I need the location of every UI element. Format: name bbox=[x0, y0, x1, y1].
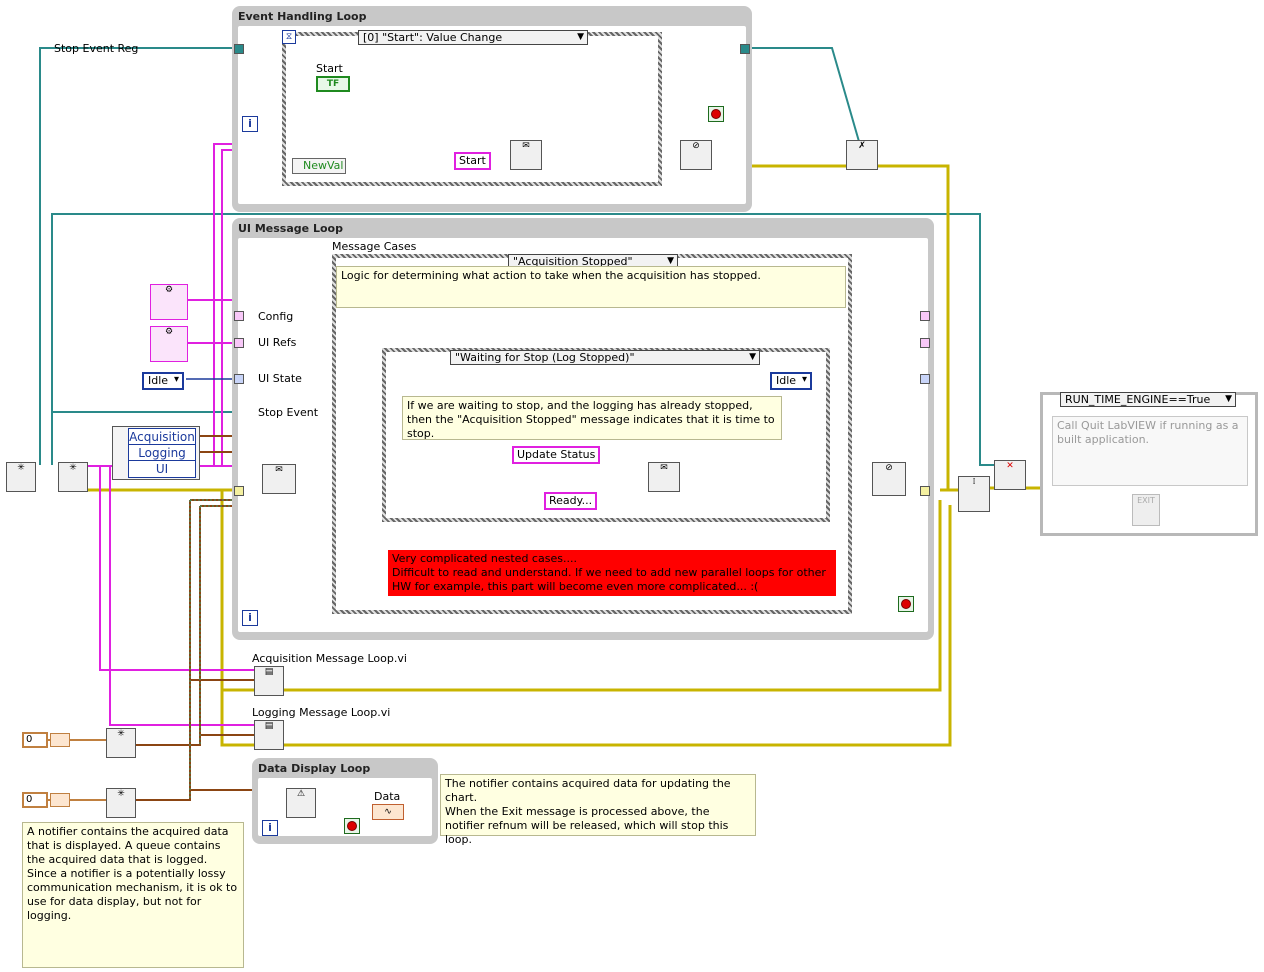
ui-message-loop-title: UI Message Loop bbox=[238, 222, 343, 235]
numeric-wires bbox=[46, 739, 106, 801]
run-time-case-selector-label: RUN_TIME_ENGINE==True bbox=[1065, 393, 1211, 406]
ui-refs-label: UI Refs bbox=[258, 336, 297, 349]
dequeue-message-node[interactable]: ✉ bbox=[262, 464, 296, 494]
config-shift-register-right bbox=[920, 311, 930, 321]
inner-case-selector-label: "Waiting for Stop (Log Stopped)" bbox=[455, 351, 635, 364]
enqueue-message-node-inner[interactable]: ✉ bbox=[648, 462, 680, 492]
start-boolean-terminal[interactable]: TF bbox=[316, 76, 350, 92]
newval-label: NewVal bbox=[303, 159, 344, 172]
notifier-chart-note: The notifier contains acquired data for … bbox=[440, 774, 756, 846]
run-time-case-selector[interactable]: RUN_TIME_ENGINE==True ▼ bbox=[1060, 392, 1236, 407]
quit-labview-note: Call Quit LabVIEW if running as a built … bbox=[1052, 416, 1248, 486]
outer-case-dropdown-icon: ▼ bbox=[667, 256, 674, 266]
stop-event-label: Stop Event bbox=[258, 406, 319, 419]
data-label: Data bbox=[374, 790, 401, 803]
config-init-subvi[interactable]: ⚙ bbox=[150, 284, 188, 320]
inner-case-dropdown-icon: ▼ bbox=[749, 352, 756, 362]
ui-refs-shift-register-right bbox=[920, 338, 930, 348]
event-case-dropdown-icon: ▼ bbox=[577, 32, 584, 42]
register-events-node[interactable]: ✳ bbox=[6, 462, 36, 492]
complicated-cases-text: Very complicated nested cases.... Diffic… bbox=[392, 552, 826, 593]
logging-message-loop-subvi[interactable]: ▤ bbox=[254, 720, 284, 750]
stop-event-reg-label: Stop Event Reg bbox=[54, 42, 139, 55]
acquisition-stopped-note: Logic for determining what action to tak… bbox=[336, 266, 846, 308]
inner-case-selector[interactable]: "Waiting for Stop (Log Stopped)" ▼ bbox=[450, 350, 760, 365]
message-cases-label: Message Cases bbox=[332, 240, 417, 253]
run-time-dropdown-icon: ▼ bbox=[1225, 394, 1232, 404]
wait-on-notification-node[interactable]: ⚠ bbox=[286, 788, 316, 818]
data-chart-terminal[interactable]: ∿ bbox=[372, 804, 404, 820]
event-loop-stop-terminal bbox=[708, 106, 724, 122]
start-message-constant[interactable]: Start bbox=[454, 152, 491, 170]
error-handler-node-ui[interactable]: ⊘ bbox=[872, 462, 906, 496]
logging-message-loop-label: Logging Message Loop.vi bbox=[252, 706, 391, 719]
start-boolean-text: TF bbox=[326, 79, 340, 89]
event-case-selector[interactable]: [0] "Start": Value Change ▼ bbox=[358, 30, 588, 45]
ready-constant[interactable]: Ready... bbox=[544, 492, 598, 510]
ui-state-shift-register-left bbox=[234, 374, 244, 384]
error-shift-register-left bbox=[234, 486, 244, 496]
simple-error-handler-node[interactable]: ✕ bbox=[994, 460, 1026, 490]
event-case-selector-label: [0] "Start": Value Change bbox=[363, 31, 503, 44]
ui-refs-shift-register-left bbox=[234, 338, 244, 348]
obtain-notifier-node[interactable]: ✳ bbox=[106, 788, 136, 818]
event-timeout-icon: ⧖ bbox=[282, 30, 296, 44]
ui-refs-init-subvi[interactable]: ⚙ bbox=[150, 326, 188, 362]
newval-node: NewVal bbox=[292, 158, 346, 174]
enqueue-message-node-event[interactable]: ✉ bbox=[510, 140, 542, 170]
idle-constant-inner[interactable]: Idle bbox=[770, 372, 813, 390]
error-shift-register-right bbox=[920, 486, 930, 496]
exit-icon: EXIT bbox=[1132, 494, 1160, 526]
data-loop-stop-terminal bbox=[344, 818, 360, 834]
event-tunnel-right bbox=[740, 44, 750, 54]
exit-icon-label: EXIT bbox=[1137, 496, 1155, 505]
merge-errors-node[interactable]: ⁞ bbox=[958, 476, 990, 512]
notifier-size-constant[interactable]: 0 bbox=[22, 792, 48, 808]
update-status-constant[interactable]: Update Status bbox=[512, 446, 601, 464]
event-tunnel-left bbox=[234, 44, 244, 54]
complicated-cases-note: Very complicated nested cases.... Diffic… bbox=[388, 550, 836, 596]
ui-loop-iteration-terminal: i bbox=[242, 610, 258, 626]
event-handling-loop-title: Event Handling Loop bbox=[238, 10, 367, 23]
bundle-item-acquisition: Acquisition bbox=[128, 428, 196, 446]
ui-state-shift-register-right bbox=[920, 374, 930, 384]
event-loop-iteration-terminal: i bbox=[242, 116, 258, 132]
acquisition-message-loop-subvi[interactable]: ▤ bbox=[254, 666, 284, 696]
start-control-label: Start bbox=[316, 62, 343, 75]
create-message-queues-node[interactable]: ✳ bbox=[58, 462, 88, 492]
bundle-item-ui: UI bbox=[128, 460, 196, 478]
config-shift-register-left bbox=[234, 311, 244, 321]
data-loop-iteration-terminal: i bbox=[262, 820, 278, 836]
idle-constant-outer[interactable]: Idle bbox=[142, 372, 185, 390]
obtain-queue-node[interactable]: ✳ bbox=[106, 728, 136, 758]
notifier-chart-text: The notifier contains acquired data for … bbox=[445, 777, 731, 846]
data-display-loop-title: Data Display Loop bbox=[258, 762, 371, 775]
waiting-for-stop-note: If we are waiting to stop, and the loggi… bbox=[402, 396, 782, 440]
unregister-events-node[interactable]: ✗ bbox=[846, 140, 878, 170]
outer-case-selector-label: "Acquisition Stopped" bbox=[513, 255, 633, 268]
acquisition-message-loop-label: Acquisition Message Loop.vi bbox=[252, 652, 407, 665]
queue-size-constant[interactable]: 0 bbox=[22, 732, 48, 748]
notifier-type-constant bbox=[50, 793, 70, 807]
error-handler-node-event[interactable]: ⊘ bbox=[680, 140, 712, 170]
queue-type-constant bbox=[50, 733, 70, 747]
ui-loop-stop-terminal bbox=[898, 596, 914, 612]
config-label: Config bbox=[258, 310, 294, 323]
ui-state-label: UI State bbox=[258, 372, 302, 385]
notifier-queue-note: A notifier contains the acquired data th… bbox=[22, 822, 244, 968]
